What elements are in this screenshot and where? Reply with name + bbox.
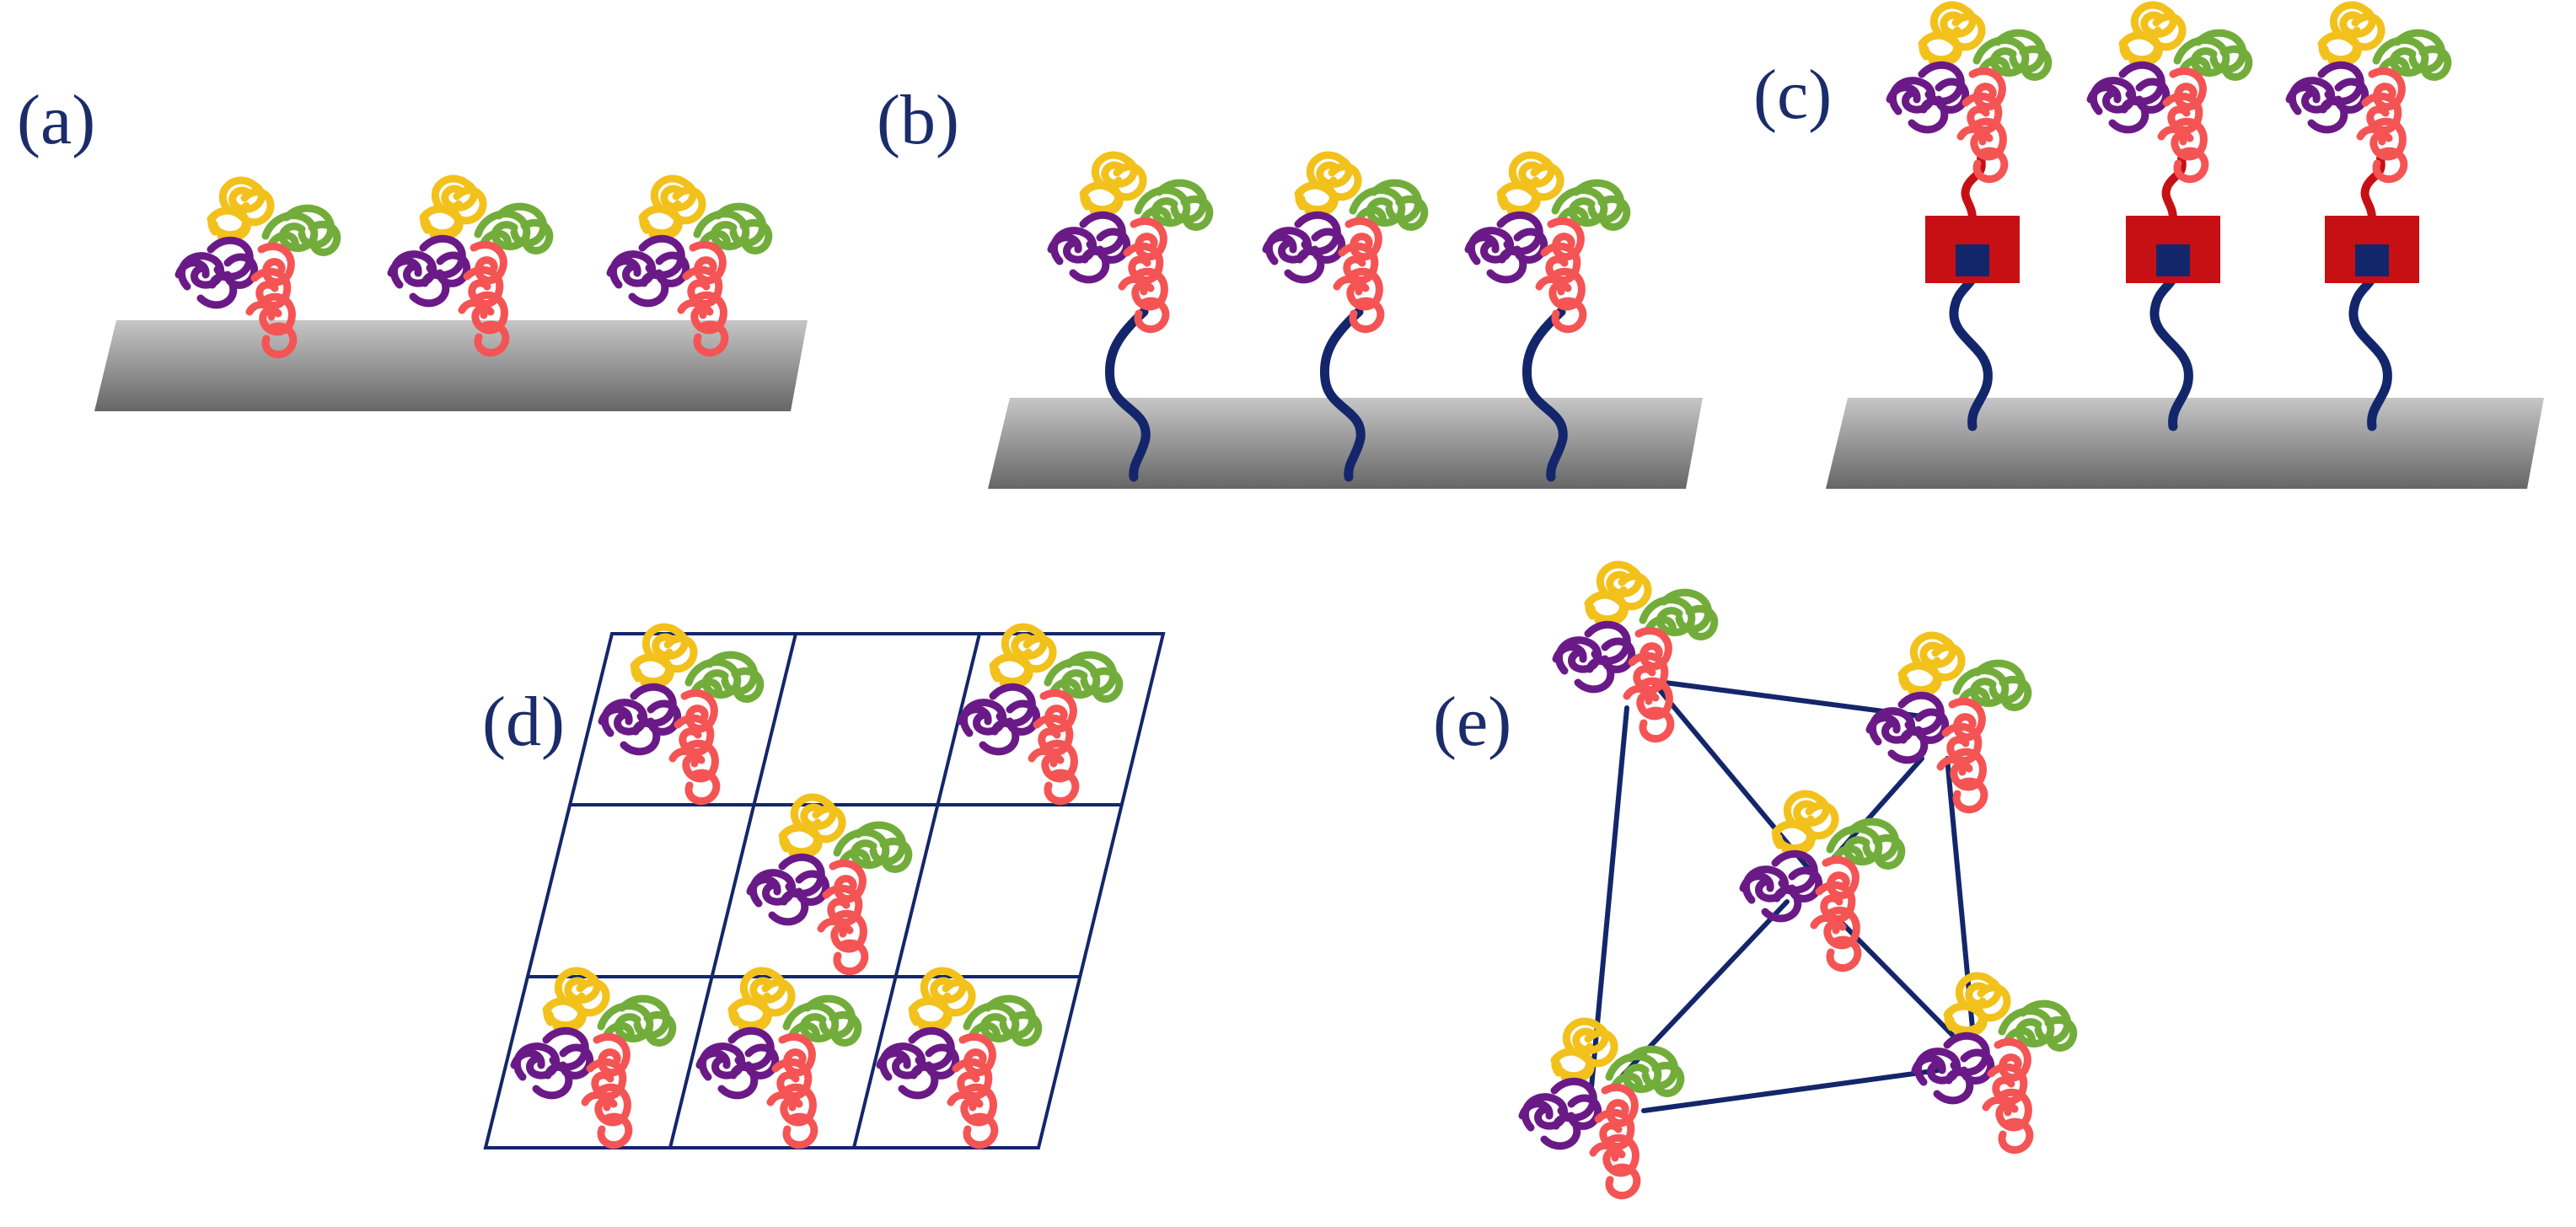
panel-label-d: (d) (482, 683, 565, 761)
linker-enzyme-3 (1468, 155, 1627, 482)
panel-label-b: (b) (877, 81, 959, 159)
panel-a: (a) (17, 81, 808, 411)
linker-enzyme-2 (1266, 155, 1425, 482)
panel-d: (d) (482, 627, 1166, 1149)
enzyme-complex-icon (602, 627, 760, 801)
affinity-anchor-2 (2090, 5, 2249, 431)
enzyme-complex-icon (961, 627, 1119, 801)
panel-b: (b) (877, 81, 1703, 489)
enzyme-complex-icon (880, 971, 1038, 1145)
affinity-anchor-3 (2289, 5, 2448, 431)
panel-label-e: (e) (1433, 683, 1511, 761)
support-surface-a (94, 320, 808, 411)
panel-c: (c) (1753, 5, 2544, 489)
enzyme-complex-icon (514, 971, 673, 1145)
panel-label-c: (c) (1753, 56, 1832, 134)
linker-enzyme-1 (1051, 155, 1210, 482)
enzyme-complex-icon (1915, 976, 2074, 1150)
enzyme-complex-icon (750, 797, 909, 972)
enzyme-complex-icon (1556, 565, 1715, 739)
panel-e: (e) (1433, 565, 2074, 1196)
support-surface-b (988, 398, 1703, 489)
entrapment-grid (483, 632, 1166, 1149)
affinity-anchor-1 (1890, 5, 2048, 431)
enzyme-complex-icon (700, 971, 858, 1145)
support-surface-c (1826, 398, 2544, 489)
panel-label-a: (a) (17, 81, 95, 159)
